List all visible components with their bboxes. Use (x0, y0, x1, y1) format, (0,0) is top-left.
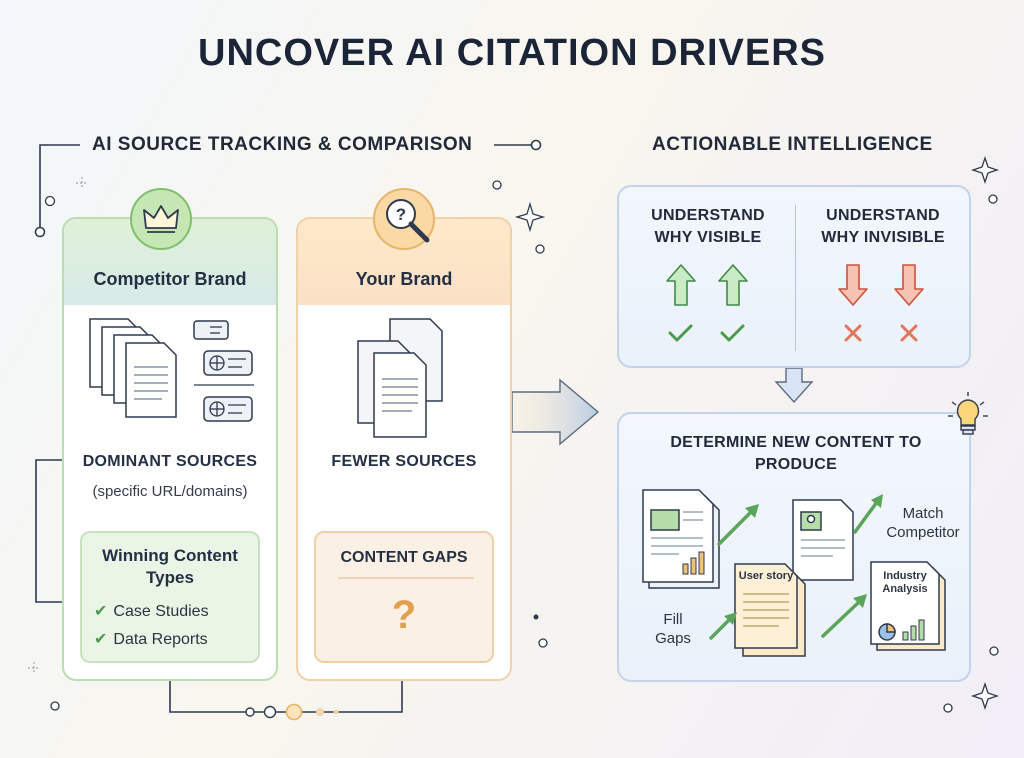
check-icon: ✔ (94, 631, 108, 648)
new-content-panel: DETERMINE NEW CONTENT TO PRODUCE (617, 412, 971, 682)
left-section-label: AI SOURCE TRACKING & COMPARISON (92, 134, 473, 155)
document-stack-icon (89, 318, 254, 422)
fewer-sources-label: FEWER SOURCES (331, 453, 477, 470)
dominant-sources-label: DOMINANT SOURCES (82, 453, 258, 470)
winning-content-box: Winning Content Types ✔ Case Studies ✔ Dat… (80, 531, 260, 663)
arrow-down-icon (838, 264, 868, 306)
winning-item-label: Case Studies (113, 603, 209, 620)
x-icon (844, 324, 862, 342)
magnifier-question-icon: ? (386, 199, 430, 243)
competitor-title: Competitor Brand (93, 269, 247, 289)
fill-gaps-label: Fill Gaps (655, 611, 691, 647)
user-story-label: User story (738, 570, 794, 582)
page-title: UNCOVER AI CITATION DRIVERS (198, 32, 826, 74)
dominant-sources-sub: (specific URL/domains) (92, 483, 248, 500)
arrow-down-icon (894, 264, 924, 306)
right-section-label: ACTIONABLE INTELLIGENCE (652, 134, 933, 155)
winning-item: ✔ Case Studies (94, 601, 209, 621)
winning-item: ✔ Data Reports (94, 629, 208, 649)
visible-indicators (666, 264, 924, 342)
arrow-up-icon (718, 264, 748, 306)
match-competitor-label: Match Competitor (886, 505, 960, 541)
why-visible-label: UNDERSTAND WHY VISIBLE (651, 207, 765, 246)
svg-text:?: ? (396, 205, 406, 224)
document-pair-icon (357, 318, 443, 438)
question-mark: ? (391, 593, 417, 637)
content-illustration (642, 489, 946, 657)
your-brand-title: Your Brand (355, 269, 453, 289)
check-icon (720, 324, 745, 342)
panel-divider (795, 205, 796, 351)
divider (338, 577, 474, 579)
content-gaps-box: CONTENT GAPS ? (314, 531, 494, 663)
why-invisible-label: UNDERSTAND WHY INVISIBLE (821, 207, 945, 246)
winning-item-label: Data Reports (113, 631, 208, 648)
crown-badge (130, 188, 192, 250)
lightbulb-icon (948, 392, 988, 435)
check-icon (668, 324, 693, 342)
your-brand-card: Your Brand FEWER SOURCES CONTENT GAPS ? (296, 217, 512, 681)
arrow-up-icon (666, 264, 696, 306)
check-icon: ✔ (94, 603, 108, 620)
content-gaps-title: CONTENT GAPS (340, 549, 468, 566)
visibility-panel: UNDERSTAND WHY VISIBLE UNDERSTAND WHY IN… (617, 185, 971, 368)
x-icon (900, 324, 918, 342)
new-content-title: DETERMINE NEW CONTENT TO PRODUCE (670, 434, 922, 473)
industry-analysis-label: Industry Analysis (882, 570, 928, 595)
crown-icon (143, 205, 179, 233)
competitor-card: Competitor Brand DOMINANT SOURCES (s (62, 217, 278, 681)
winning-content-title: Winning Content Types (102, 546, 238, 587)
magnifier-badge: ? (373, 188, 435, 250)
